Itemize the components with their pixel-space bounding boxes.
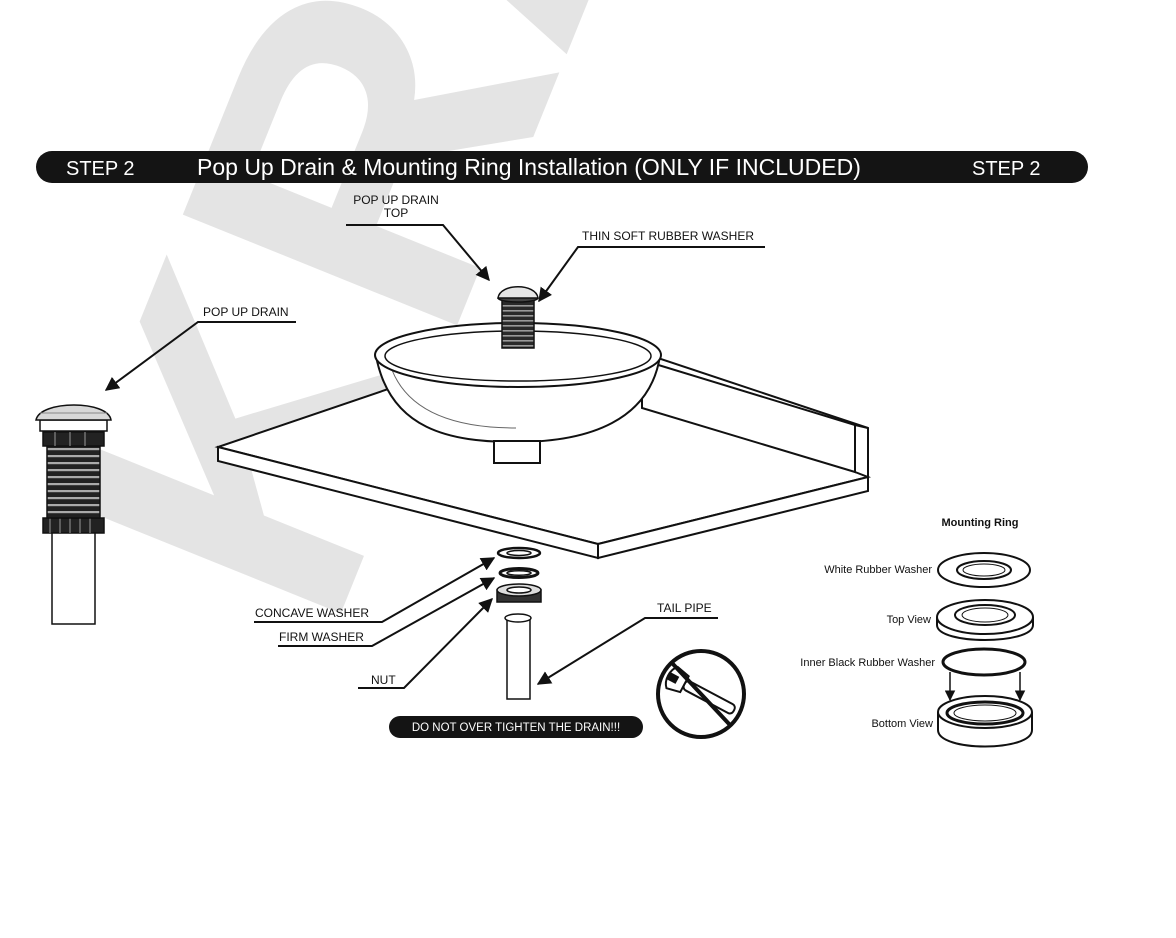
mounting-ring-bottom-view — [937, 695, 1033, 748]
header-title: Pop Up Drain & Mounting Ring Installatio… — [197, 154, 861, 180]
header-bar: STEP 2 Pop Up Drain & Mounting Ring Inst… — [36, 151, 1088, 183]
leader-pop-up-drain-top — [346, 224, 490, 282]
label-inner-black-rubber-washer: Inner Black Rubber Washer — [800, 657, 935, 669]
mounting-ring-panel: Mounting Ring White Rubber Washer Top Vi… — [800, 517, 1034, 748]
label-white-rubber-washer: White Rubber Washer — [824, 564, 932, 576]
watermark: KRA — [0, 0, 764, 674]
leader-concave-washer — [254, 557, 496, 623]
label-pop-up-drain-top-2: TOP — [384, 206, 408, 220]
label-bottom-view: Bottom View — [871, 718, 933, 730]
drain-hardware — [496, 546, 542, 700]
label-nut: NUT — [371, 673, 396, 687]
mounting-ring-title: Mounting Ring — [942, 517, 1019, 529]
label-pop-up-drain: POP UP DRAIN — [203, 305, 289, 319]
step-label-left: STEP 2 — [66, 158, 135, 180]
leader-thin-soft-rubber-washer — [538, 246, 765, 303]
label-thin-soft-rubber-washer: THIN SOFT RUBBER WASHER — [582, 229, 754, 243]
leader-nut — [358, 598, 493, 689]
white-rubber-washer — [937, 552, 1031, 588]
pop-up-drain-top — [497, 286, 539, 349]
step-label-right: STEP 2 — [972, 158, 1041, 180]
label-pop-up-drain-top-1: POP UP DRAIN — [353, 193, 439, 207]
no-wrench-icon — [656, 649, 746, 739]
label-firm-washer: FIRM WASHER — [279, 630, 364, 644]
tail-pipe — [506, 617, 531, 700]
label-concave-washer: CONCAVE WASHER — [255, 606, 369, 620]
leader-tail-pipe — [536, 617, 718, 685]
label-tail-pipe: TAIL PIPE — [657, 601, 712, 615]
leader-pop-up-drain — [104, 321, 296, 391]
warning-text: DO NOT OVER TIGHTEN THE DRAIN!!! — [412, 722, 620, 734]
mounting-ring-top-view — [936, 599, 1034, 641]
label-top-view: Top View — [887, 614, 931, 626]
countertop — [214, 355, 872, 560]
leader-firm-washer — [278, 577, 496, 647]
pop-up-drain — [35, 404, 112, 625]
inner-black-rubber-washer — [941, 647, 1027, 677]
warning-banner: DO NOT OVER TIGHTEN THE DRAIN!!! — [389, 716, 643, 738]
